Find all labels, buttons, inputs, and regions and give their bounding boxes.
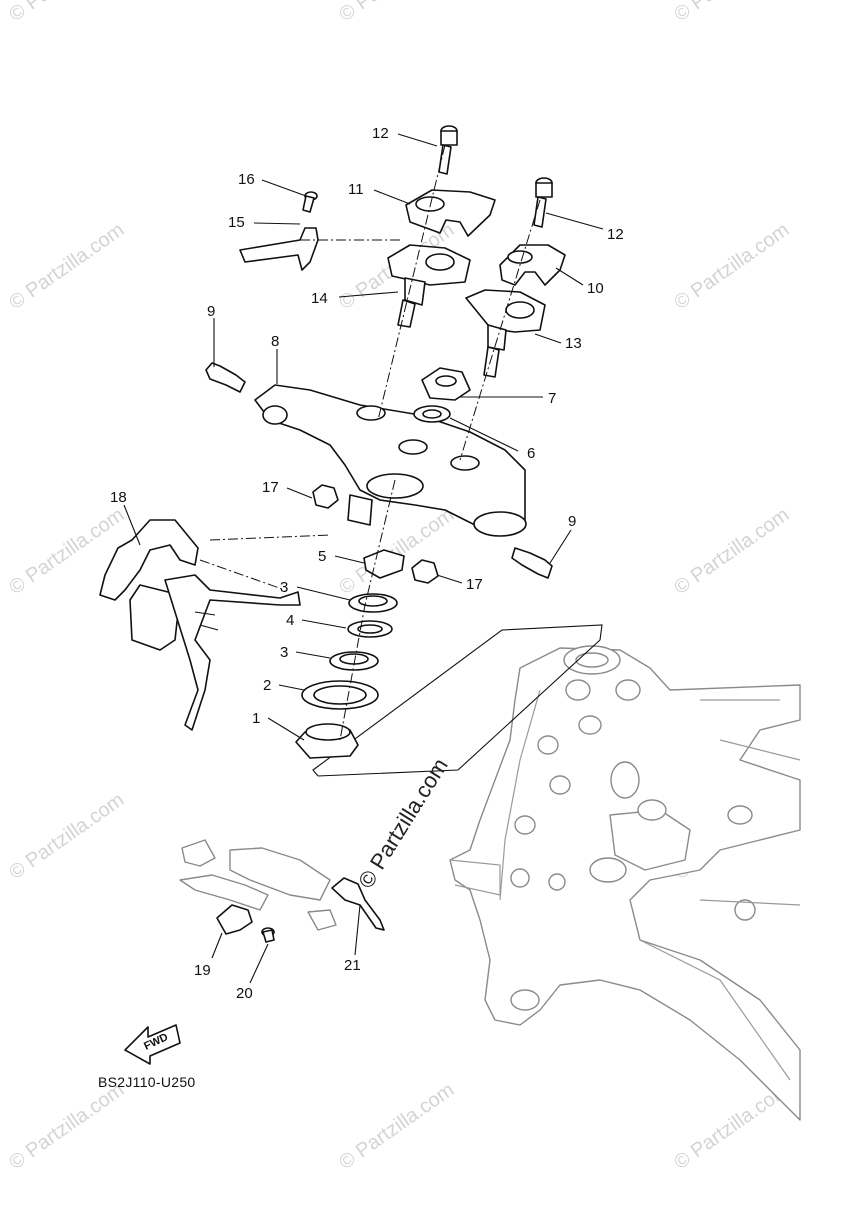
callout-13: 13 [565, 335, 582, 352]
nut-17-left [312, 484, 339, 509]
bolt-9-right [511, 547, 553, 579]
callout-9: 9 [568, 513, 576, 530]
callout-10: 10 [587, 280, 604, 297]
bolt-12-right [533, 177, 553, 228]
watermark: © Partzilla.com [5, 0, 128, 26]
bracket-19 [216, 904, 253, 935]
clamp-bore [415, 196, 445, 212]
callout-labels: 12 16 11 15 12 10 14 13 9 8 7 6 17 18 9 … [110, 125, 624, 1002]
callout-4: 4 [286, 612, 294, 629]
bolt-12-upper [438, 125, 458, 175]
fwd-arrow-icon: FWD [124, 1024, 181, 1065]
frame-illustration [449, 645, 801, 1121]
callout-11: 11 [348, 181, 364, 198]
callout-21: 21 [344, 957, 361, 974]
bearing-1 [295, 723, 359, 759]
watermark: © Partzilla.com [335, 0, 458, 26]
callout-16: 16 [238, 171, 255, 188]
callout-1: 1 [252, 710, 260, 727]
center-watermark: © Partzilla.com [353, 754, 453, 893]
screw-16 [302, 191, 318, 213]
watermark: © Partzilla.com [335, 1079, 458, 1174]
axis-line [339, 144, 541, 741]
callout-12: 12 [372, 125, 389, 142]
callout-12: 12 [607, 226, 624, 243]
callout-18: 18 [110, 489, 127, 506]
watermark: © Partzilla.com [670, 219, 793, 314]
callout-8: 8 [271, 333, 279, 350]
assembly-bracket-outline [312, 624, 603, 777]
callout-19: 19 [194, 962, 211, 979]
washer-5 [363, 549, 405, 579]
watermark: © Partzilla.com [670, 0, 793, 26]
clip-21 [331, 877, 385, 931]
watermark: © Partzilla.com [5, 789, 128, 884]
bolt-9-left [205, 362, 246, 393]
callout-6: 6 [527, 445, 535, 462]
leader-dash [199, 239, 400, 591]
cable-guide-15 [239, 227, 319, 271]
callout-17: 17 [262, 479, 279, 496]
lower-assembly-gray [179, 839, 337, 931]
callout-5: 5 [318, 548, 326, 565]
nut-17-right [411, 559, 439, 584]
watermark: © Partzilla.com [5, 1079, 128, 1174]
watermark: © Partzilla.com [670, 504, 793, 599]
callout-20: 20 [236, 985, 253, 1002]
leader-lines [123, 133, 604, 984]
callout-3: 3 [280, 579, 288, 596]
diagram-code: BS2J110-U250 [98, 1074, 196, 1090]
callout-2: 2 [263, 677, 271, 694]
callout-7: 7 [548, 390, 556, 407]
screw-20 [261, 927, 275, 943]
mount-bracket-18 [99, 519, 301, 731]
callout-15: 15 [228, 214, 245, 231]
callout-14: 14 [311, 290, 328, 307]
watermark: © Partzilla.com [5, 219, 128, 314]
handlebar-clamp-10 [499, 244, 566, 286]
callout-9: 9 [207, 303, 215, 320]
callout-17: 17 [466, 576, 483, 593]
callout-3: 3 [280, 644, 288, 661]
upper-bracket-8 [254, 384, 526, 536]
